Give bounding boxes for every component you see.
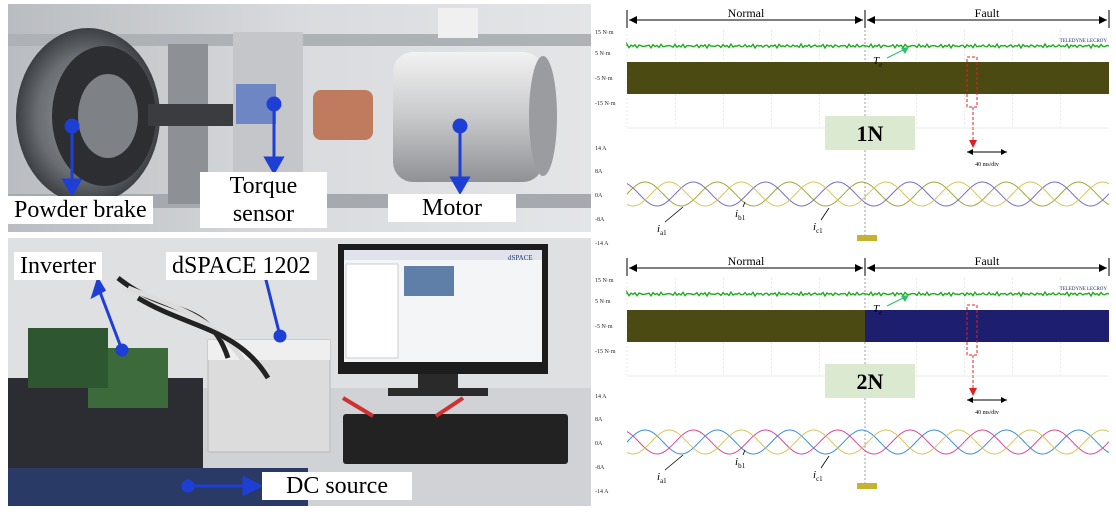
scope-panel-1N: Normal Fault 15 N·m 5 N·m -5 N·m -15 N·m TELED… xyxy=(595,6,1110,247)
torque-axis-tick: -15 N·m xyxy=(595,349,616,355)
torque-axis-tick: -15 N·m xyxy=(595,101,616,107)
current-label: ib1 xyxy=(735,456,746,470)
phase-current-trace-0 xyxy=(626,181,1110,207)
scope-panel-2N: Normal Fault 15 N·m 5 N·m -5 N·m -15 N·m TELED… xyxy=(595,254,1110,495)
torque-axis-tick: -5 N·m xyxy=(595,76,613,82)
phase-current-trace-1 xyxy=(626,181,1110,207)
current-axis-tick: 14 A xyxy=(595,394,607,400)
current-axis-tick: -8A xyxy=(595,217,605,223)
current-axis-tick: 8A xyxy=(595,417,603,423)
fault-label: Fault xyxy=(975,254,1000,268)
label-dc-source: DC source xyxy=(262,472,412,500)
torque-label: Te xyxy=(873,55,882,69)
torque-axis-tick: 15 N·m xyxy=(595,278,614,284)
current-axis-tick: 0A xyxy=(595,441,603,447)
screen-logo: dSPACE xyxy=(508,254,533,262)
hardware-photo: dSPACE xyxy=(8,238,591,506)
panel-badge: 1N xyxy=(857,121,884,146)
test-bench-illustration xyxy=(8,4,591,232)
label-torque-sensor: Torque sensor xyxy=(200,172,327,228)
label-powder-brake: Powder brake xyxy=(8,196,153,224)
fault-label: Fault xyxy=(975,6,1000,20)
current-label: ia1 xyxy=(657,471,667,485)
current-axis-tick: -8A xyxy=(595,465,605,471)
torque-trace xyxy=(626,41,1110,50)
current-axis-tick: 14 A xyxy=(595,146,607,152)
current-label: ic1 xyxy=(813,469,823,483)
normal-label: Normal xyxy=(728,254,765,268)
torque-band-normal xyxy=(627,310,865,342)
scope-brand: TELEDYNE LECROY xyxy=(1060,39,1108,44)
torque-trace xyxy=(626,289,1110,298)
torque-axis-tick: 5 N·m xyxy=(595,299,611,305)
torque-axis-tick: -5 N·m xyxy=(595,324,613,330)
phase-current-trace-1 xyxy=(626,429,1110,455)
test-bench-photo xyxy=(8,4,591,232)
scope-brand: TELEDYNE LECROY xyxy=(1060,287,1108,292)
current-axis-tick: -14 A xyxy=(595,241,609,247)
current-label: ic1 xyxy=(813,221,823,235)
current-axis-tick: 8A xyxy=(595,169,603,175)
label-dspace-1202: dSPACE 1202 xyxy=(166,252,317,280)
torque-axis-tick: 5 N·m xyxy=(595,51,611,57)
phase-current-trace-0 xyxy=(626,429,1110,455)
torque-band-fault xyxy=(865,310,1109,342)
time-per-div: 40 ms/div xyxy=(975,162,999,168)
panel-badge: 2N xyxy=(857,369,884,394)
current-label: ib1 xyxy=(735,208,746,222)
torque-axis-tick: 15 N·m xyxy=(595,30,614,36)
torque-label: Te xyxy=(873,303,882,317)
panel-badge-box xyxy=(825,116,915,150)
panel-badge-box xyxy=(825,364,915,398)
phase-current-trace-2 xyxy=(626,429,1110,455)
current-axis-tick: 0A xyxy=(595,193,603,199)
hardware-illustration: dSPACE xyxy=(8,238,591,506)
time-per-div: 40 ms/div xyxy=(975,410,999,416)
phase-current-trace-2 xyxy=(626,181,1110,207)
label-motor: Motor xyxy=(388,194,516,222)
current-label: ia1 xyxy=(657,223,667,237)
torque-band-fault xyxy=(865,62,1109,94)
torque-band-normal xyxy=(627,62,865,94)
trigger-marker xyxy=(857,483,877,489)
current-axis-tick: -14 A xyxy=(595,489,609,495)
trigger-marker xyxy=(857,235,877,241)
normal-label: Normal xyxy=(728,6,765,20)
label-inverter: Inverter xyxy=(14,252,102,280)
